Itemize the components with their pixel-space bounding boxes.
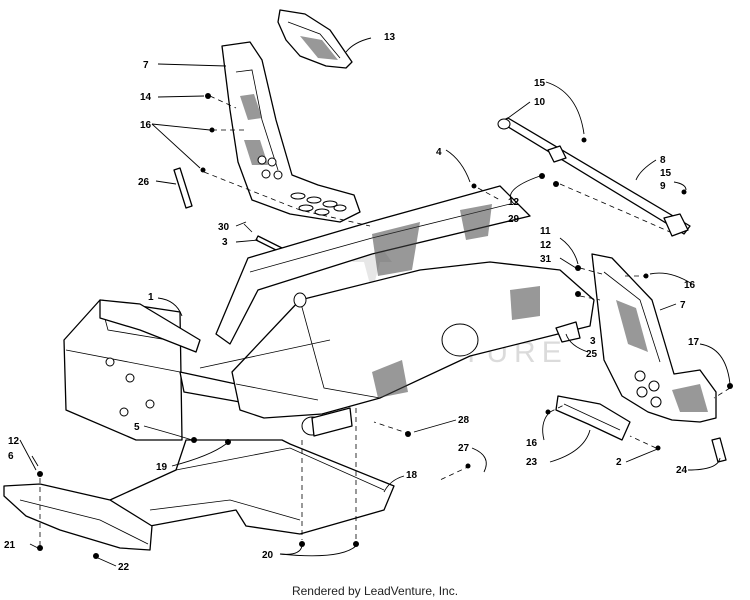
callout-25: 25 <box>586 349 598 360</box>
callout-26: 26 <box>138 177 150 188</box>
leader-lines <box>19 37 731 567</box>
callout-1: 1 <box>148 292 154 303</box>
part-ski-bracket <box>555 395 631 441</box>
callout-5: 5 <box>134 422 140 433</box>
callout-16c: 16 <box>526 438 538 449</box>
part-small-bracket <box>711 437 727 463</box>
part-steering-support-right <box>591 253 717 423</box>
callout-3b: 3 <box>590 336 596 347</box>
callout-11: 11 <box>540 226 551 237</box>
callout-20: 20 <box>262 550 274 561</box>
callout-10: 10 <box>534 97 546 108</box>
callout-17: 17 <box>688 337 700 348</box>
callout-14: 14 <box>140 92 152 103</box>
part-steering-cover <box>277 9 353 69</box>
part-small-plate <box>555 321 581 343</box>
callout-30: 30 <box>218 222 230 233</box>
callout-28: 28 <box>458 415 470 426</box>
callout-29: 29 <box>508 214 520 225</box>
callout-8: 8 <box>660 155 666 166</box>
callout-15: 15 <box>534 78 546 89</box>
callout-9: 9 <box>660 181 666 192</box>
callout-12: 12 <box>508 197 520 208</box>
part-strap <box>173 167 193 209</box>
callout-22: 22 <box>118 562 130 573</box>
part-main-frame <box>63 185 595 441</box>
callout-16b: 16 <box>684 280 696 291</box>
callout-12c: 12 <box>8 436 20 447</box>
callout-19: 19 <box>156 462 168 473</box>
callout-2: 2 <box>616 457 622 468</box>
callout-31: 31 <box>540 254 552 265</box>
callout-7: 7 <box>143 60 149 71</box>
callout-16: 16 <box>140 120 152 131</box>
callout-24: 24 <box>676 465 688 476</box>
callout-6: 6 <box>8 451 14 462</box>
callout-27: 27 <box>458 443 470 454</box>
callout-labels: 13 7 14 16 26 30 3 4 15 10 8 15 9 12 29 … <box>4 32 700 573</box>
part-skid-plate <box>109 439 395 535</box>
assembly-lines <box>39 95 731 546</box>
callout-4: 4 <box>436 147 442 158</box>
callout-3: 3 <box>222 237 228 248</box>
callout-13: 13 <box>384 32 396 43</box>
callout-7b: 7 <box>680 300 686 311</box>
callout-12b: 12 <box>540 240 552 251</box>
footer-credit: Rendered by LeadVenture, Inc. <box>291 584 459 598</box>
part-steering-support-left <box>221 41 361 223</box>
callout-21: 21 <box>4 540 16 551</box>
callout-15b: 15 <box>660 168 672 179</box>
callout-18: 18 <box>406 470 418 481</box>
part-front-nose <box>3 483 153 551</box>
callout-23: 23 <box>526 457 538 468</box>
part-steering-shaft <box>497 117 691 237</box>
